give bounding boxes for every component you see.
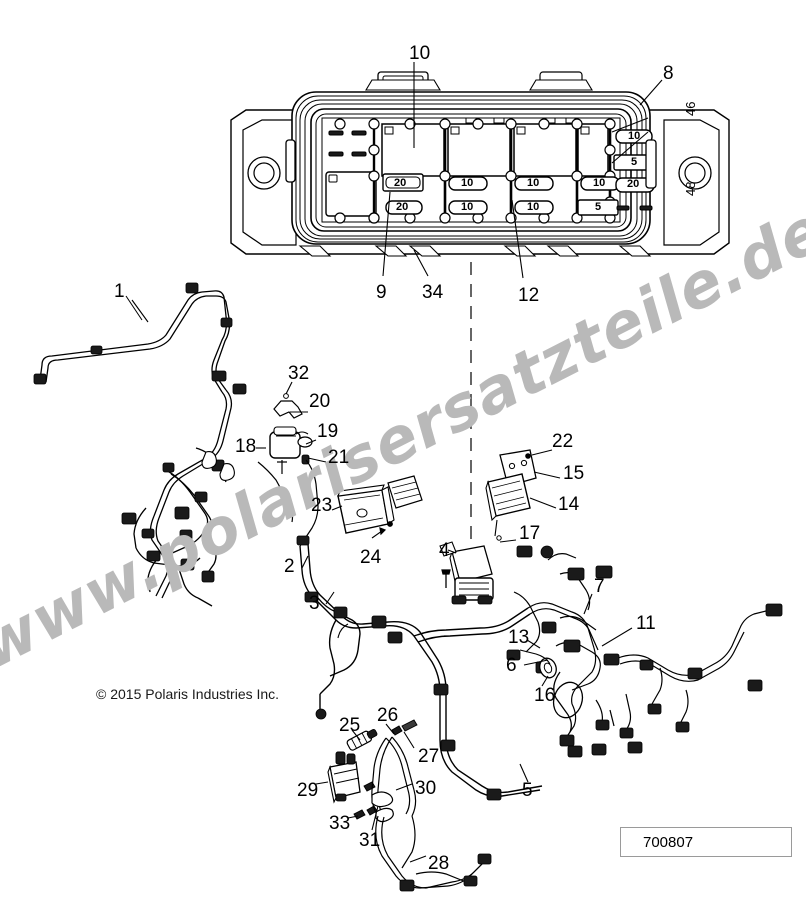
callout-31: 31 — [359, 830, 381, 851]
callout-17: 17 — [519, 523, 541, 544]
callout-leader-lines — [131, 299, 633, 863]
callout-9: 9 — [376, 282, 387, 303]
fuse-r1-c1: 20 — [394, 177, 407, 189]
part-number-text: 700807 — [643, 834, 694, 851]
callout-13: 13 — [508, 627, 530, 648]
callout-21: 21 — [328, 447, 350, 468]
bottom-subassembly — [327, 719, 492, 892]
callout-5: 5 — [522, 780, 533, 801]
callout-11: 11 — [636, 613, 656, 634]
component-ecu-23 — [337, 475, 423, 539]
callout-25: 25 — [339, 715, 361, 736]
callout-10: 10 — [409, 43, 431, 64]
fuse-right-3: 20 — [627, 178, 640, 190]
relay-blocks — [381, 123, 609, 177]
callout-2: 2 — [284, 556, 295, 577]
callout-16: 16 — [534, 685, 556, 706]
callout-7: 7 — [594, 576, 605, 597]
callout-30: 30 — [415, 778, 437, 799]
harness-part-1 — [33, 282, 247, 519]
callout-32: 32 — [288, 363, 310, 384]
part-number-box: 700807 — [620, 827, 792, 857]
callout-46: 46 — [683, 101, 698, 116]
callout-20: 20 — [309, 391, 331, 412]
center-connector-block-4 — [439, 541, 494, 605]
callout-24: 24 — [360, 547, 382, 568]
callout-19: 19 — [317, 421, 339, 442]
callout-26: 26 — [377, 705, 399, 726]
callout-29: 29 — [297, 780, 319, 801]
fuse-r2-c3: 10 — [527, 201, 540, 213]
callout-34: 34 — [422, 282, 444, 303]
fuse-row-1 — [382, 173, 620, 192]
callout-27: 27 — [418, 746, 440, 767]
fuse-box-assembly — [230, 71, 730, 257]
callout-22: 22 — [552, 431, 574, 452]
fuse-right-1: 10 — [628, 130, 641, 142]
main-trunk — [296, 535, 543, 801]
fuse-r2-c1: 20 — [396, 201, 409, 213]
callout-4: 4 — [439, 540, 450, 561]
component-group-22-15-14-17 — [485, 449, 537, 541]
main-harness-left — [121, 447, 235, 607]
fuse-r2-c2: 10 — [461, 201, 474, 213]
callout-1: 1 — [114, 281, 125, 302]
fuse-r2-c4: 5 — [595, 201, 602, 213]
fuse-r1-c3: 10 — [527, 177, 540, 189]
callout-14: 14 — [558, 494, 580, 515]
callout-18: 18 — [235, 436, 257, 457]
callout-3: 3 — [309, 593, 320, 614]
right-harness-cluster — [506, 545, 783, 758]
fuse-right-2: 5 — [631, 156, 638, 168]
callout-48: 48 — [683, 181, 698, 196]
fuse-r1-c2: 10 — [461, 177, 474, 189]
callout-8: 8 — [663, 63, 674, 84]
callout-28: 28 — [428, 853, 450, 874]
component-group-18-20-19-21-32 — [257, 393, 319, 547]
fuse-r1-c4: 10 — [593, 177, 606, 189]
fuse-row-2 — [385, 199, 619, 216]
callout-33: 33 — [329, 813, 351, 834]
callout-6: 6 — [506, 655, 517, 676]
fusebox-leader-lines — [382, 62, 663, 279]
callout-23: 23 — [311, 495, 333, 516]
copyright-notice: © 2015 Polaris Industries Inc. — [96, 686, 280, 702]
callout-12: 12 — [518, 285, 540, 306]
callout-15: 15 — [563, 463, 585, 484]
